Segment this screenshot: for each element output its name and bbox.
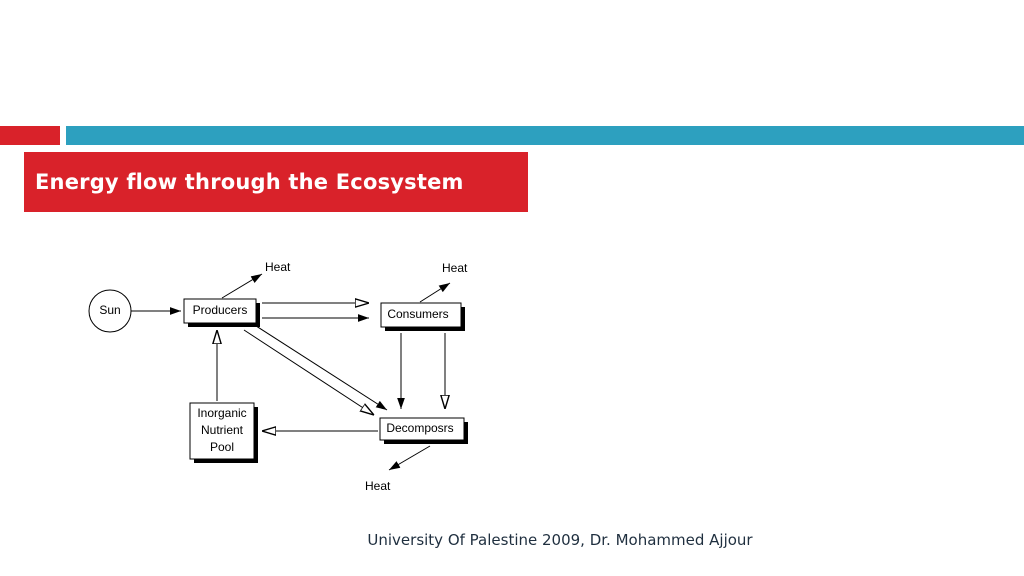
- heat-label-consumers: Heat: [442, 261, 468, 275]
- pool-label-line1: Inorganic: [197, 406, 246, 420]
- header-accent-red-bar: [0, 126, 60, 145]
- decomposers-label: Decomposrs: [386, 421, 453, 435]
- producers-label: Producers: [193, 303, 248, 317]
- consumers-heat-arrow: [419, 282, 451, 303]
- consumers-node: Consumers: [380, 302, 465, 331]
- heat-label-producers: Heat: [265, 260, 291, 274]
- decomposers-node: Decomposrs: [379, 417, 468, 444]
- sun-label: Sun: [99, 303, 120, 317]
- pool-label-line3: Pool: [210, 440, 234, 454]
- nutrient-pool-node: Inorganic Nutrient Pool: [189, 402, 258, 463]
- producers-to-decomposers-solid-arrow: [252, 323, 388, 411]
- decomposers-heat-arrow: [388, 445, 431, 471]
- producers-heat-arrow: [221, 273, 263, 299]
- heat-label-decomposers: Heat: [365, 479, 391, 493]
- header-accent-blue-bar: [66, 126, 1024, 145]
- slide-title: Energy flow through the Ecosystem: [35, 170, 464, 194]
- sun-node: Sun: [88, 289, 132, 333]
- producers-node: Producers: [183, 298, 260, 327]
- slide-footer: University Of Palestine 2009, Dr. Mohamm…: [367, 531, 753, 549]
- pool-label-line2: Nutrient: [201, 423, 244, 437]
- producers-to-decomposers-open-arrow: [243, 329, 374, 415]
- title-banner: [24, 152, 528, 212]
- consumers-label: Consumers: [387, 307, 448, 321]
